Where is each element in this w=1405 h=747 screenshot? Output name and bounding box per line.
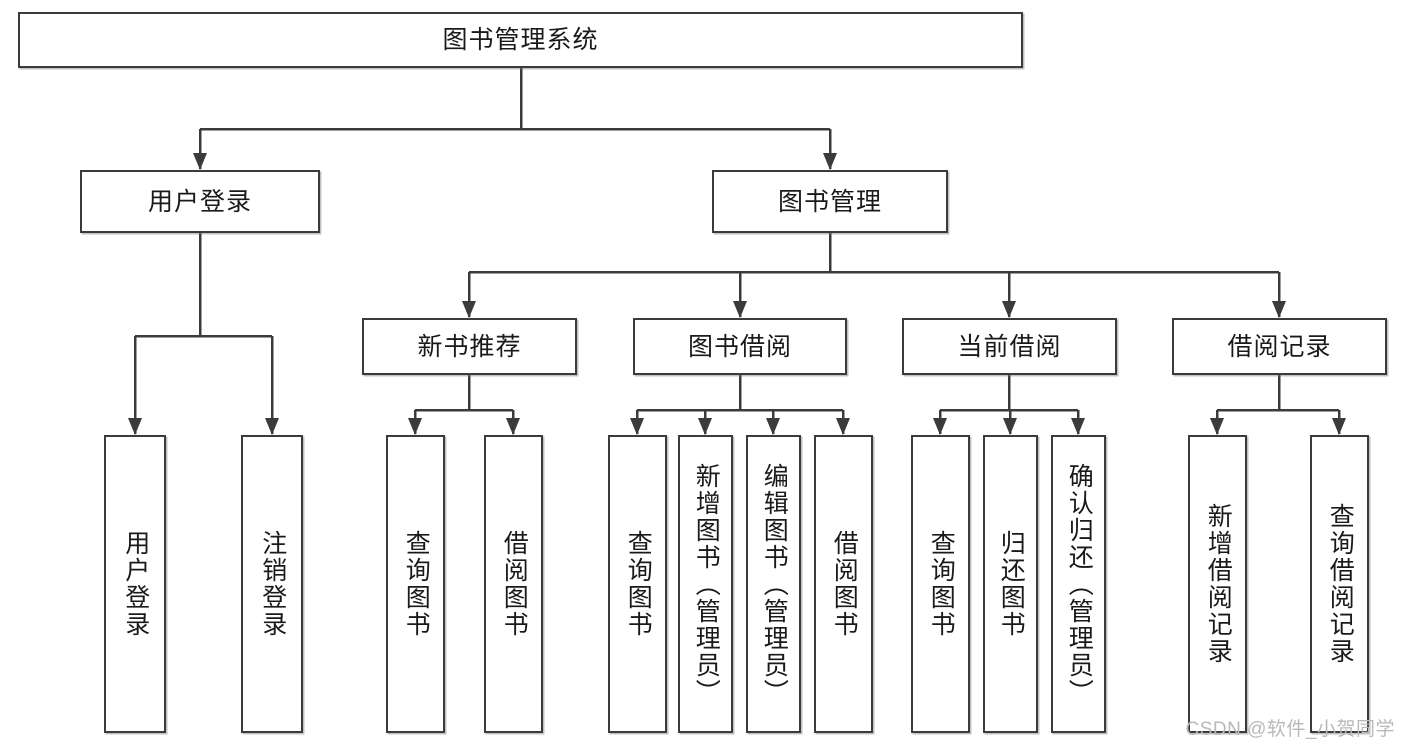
node-leaf-确认归还管理员[interactable]: 确认归还（管理员） xyxy=(1051,435,1106,733)
node-label-vertical: 查询借阅记录 xyxy=(1326,503,1355,665)
watermark-csdn: CSDN @软件_小贺同学 xyxy=(1185,719,1395,740)
node-label-vertical: 注销登录 xyxy=(258,530,287,638)
node-leaf-新增图书管理员[interactable]: 新增图书（管理员） xyxy=(678,435,733,733)
arrow-icon-borrow-0 xyxy=(630,418,644,435)
node-label-vertical: 查询图书 xyxy=(402,530,431,638)
arrow-icon-record-1 xyxy=(1332,418,1346,435)
node-label-vertical: 借阅图书 xyxy=(500,530,529,638)
node-label-vertical: 查询图书 xyxy=(927,530,956,638)
arrow-icon-borrow-1 xyxy=(698,418,712,435)
arrow-icon-current-0 xyxy=(933,418,947,435)
node-label-vertical: 归还图书 xyxy=(997,530,1026,638)
arrow-icon-bookmgmt-0 xyxy=(462,301,476,318)
node-label-vertical: 确认归还（管理员） xyxy=(1065,462,1094,706)
node-leaf-查询图书[interactable]: 查询图书 xyxy=(608,435,667,733)
node-label: 新书推荐 xyxy=(417,332,522,361)
node-label-vertical: 新增图书（管理员） xyxy=(692,462,721,706)
node-label: 用户登录 xyxy=(147,187,252,216)
node-label: 借阅记录 xyxy=(1227,332,1332,361)
node-label: 图书管理系统 xyxy=(442,26,599,54)
node-label: 当前借阅 xyxy=(957,332,1062,361)
arrow-icon-userlogin-1 xyxy=(265,418,279,435)
node-leaf-归还图书[interactable]: 归还图书 xyxy=(983,435,1038,733)
arrow-icon-bookmgmt-2 xyxy=(1002,301,1016,318)
node-level2-借阅记录[interactable]: 借阅记录 xyxy=(1172,318,1387,375)
arrow-icon-current-1 xyxy=(1003,418,1017,435)
arrow-icon-bookmgmt-1 xyxy=(733,301,747,318)
node-leaf-新增借阅记录[interactable]: 新增借阅记录 xyxy=(1188,435,1247,733)
arrow-icon-root-0 xyxy=(193,153,207,170)
arrow-icon-bookmgmt-3 xyxy=(1272,301,1286,318)
arrow-icon-current-2 xyxy=(1071,418,1085,435)
arrow-icon-newbook-1 xyxy=(506,418,520,435)
node-root-book-management-system[interactable]: 图书管理系统 xyxy=(18,12,1023,68)
node-leaf-借阅图书[interactable]: 借阅图书 xyxy=(484,435,543,733)
node-leaf-借阅图书[interactable]: 借阅图书 xyxy=(814,435,873,733)
node-level2-新书推荐[interactable]: 新书推荐 xyxy=(362,318,577,375)
node-leaf-查询图书[interactable]: 查询图书 xyxy=(386,435,445,733)
node-label-vertical: 查询图书 xyxy=(624,530,653,638)
node-level2-图书借阅[interactable]: 图书借阅 xyxy=(633,318,847,375)
node-label-vertical: 用户登录 xyxy=(121,530,150,638)
node-level2-当前借阅[interactable]: 当前借阅 xyxy=(902,318,1117,375)
node-leaf-查询图书[interactable]: 查询图书 xyxy=(911,435,970,733)
arrow-icon-userlogin-0 xyxy=(128,418,142,435)
node-label: 图书借阅 xyxy=(687,332,792,361)
arrow-icon-root-1 xyxy=(823,153,837,170)
node-level1-用户登录[interactable]: 用户登录 xyxy=(80,170,320,233)
node-leaf-查询借阅记录[interactable]: 查询借阅记录 xyxy=(1310,435,1369,733)
node-label: 图书管理 xyxy=(777,187,882,216)
arrow-icon-record-0 xyxy=(1210,418,1224,435)
node-level1-图书管理[interactable]: 图书管理 xyxy=(712,170,948,233)
node-leaf-注销登录[interactable]: 注销登录 xyxy=(241,435,303,733)
node-leaf-用户登录[interactable]: 用户登录 xyxy=(104,435,166,733)
node-leaf-编辑图书管理员[interactable]: 编辑图书（管理员） xyxy=(746,435,801,733)
arrow-icon-borrow-2 xyxy=(766,418,780,435)
arrow-icon-newbook-0 xyxy=(408,418,422,435)
node-label-vertical: 新增借阅记录 xyxy=(1204,503,1233,665)
node-label-vertical: 编辑图书（管理员） xyxy=(760,462,789,706)
node-label-vertical: 借阅图书 xyxy=(830,530,859,638)
arrow-icon-borrow-3 xyxy=(836,418,850,435)
